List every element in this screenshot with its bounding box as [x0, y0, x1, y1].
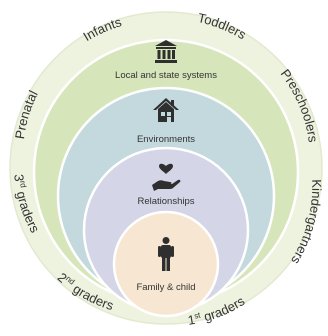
heart-in-hand-icon: [152, 163, 181, 191]
environments-label: Environments: [137, 134, 195, 145]
government-building-icon: [155, 40, 177, 63]
house-icon: [153, 98, 179, 122]
person-icon: [158, 237, 174, 271]
systems-label: Local and state systems: [115, 70, 217, 81]
relationships-label: Relationships: [137, 196, 194, 207]
family-circle: [112, 210, 220, 318]
family-label: Family & child: [136, 282, 195, 293]
